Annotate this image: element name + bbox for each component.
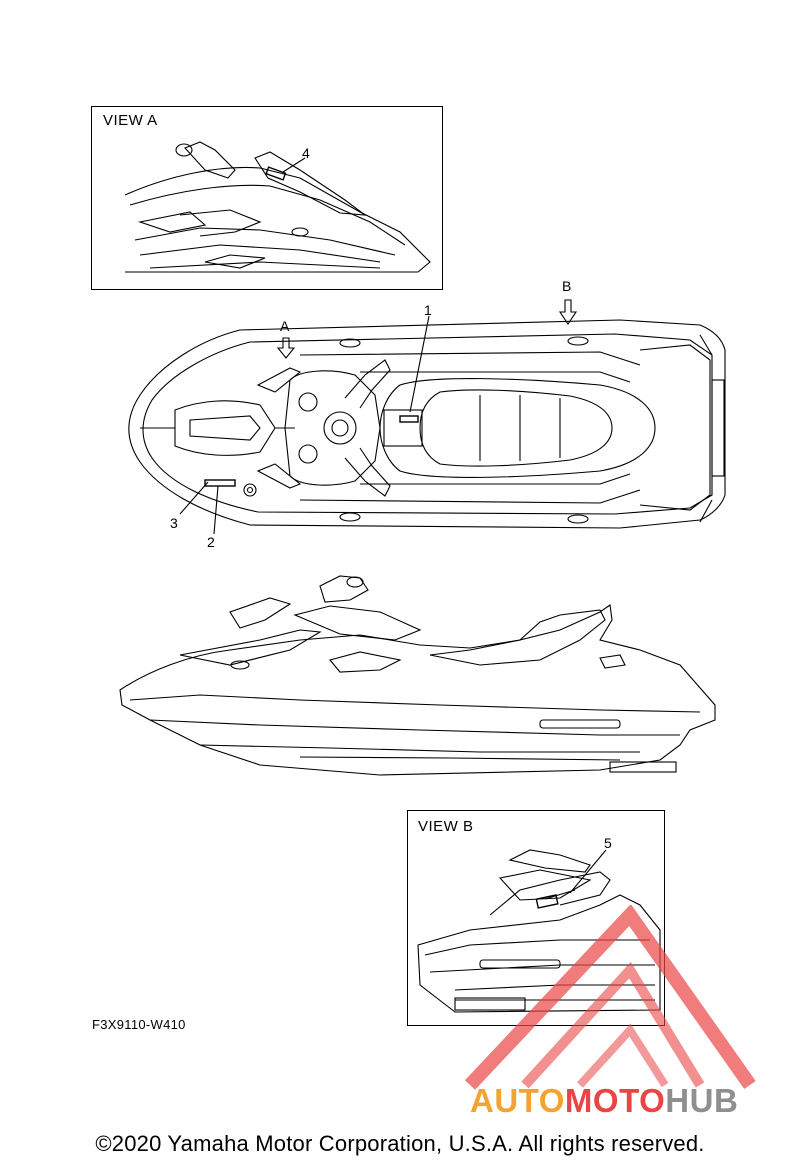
callout-4: 4 (302, 145, 310, 161)
view-a-box (91, 106, 443, 290)
callout-arrow-b: B (562, 278, 572, 294)
watermark-part-auto: AUTO (470, 1082, 565, 1119)
watermark-triangle-logo (464, 905, 756, 1090)
view-a-label: VIEW A (103, 112, 158, 129)
watermark-part-moto: MOTO (564, 1082, 666, 1119)
callout-5: 5 (604, 835, 612, 851)
copyright-notice: ©2020 Yamaha Motor Corporation, U.S.A. A… (95, 1131, 705, 1156)
watermark-part-hub: HUB (665, 1082, 739, 1119)
view-b-label: VIEW B (418, 818, 474, 835)
callout-1: 1 (424, 302, 432, 318)
view-a-drawing (124, 141, 431, 273)
side-view-drawing (119, 575, 716, 776)
drawing-code: F3X9110-W410 (92, 1017, 186, 1032)
callout-3: 3 (170, 515, 178, 531)
callout-2: 2 (207, 534, 215, 550)
top-view-drawing (128, 299, 726, 535)
watermark-text: AUTOMOTOHUB (470, 1082, 738, 1120)
callout-arrow-a: A (280, 318, 290, 334)
